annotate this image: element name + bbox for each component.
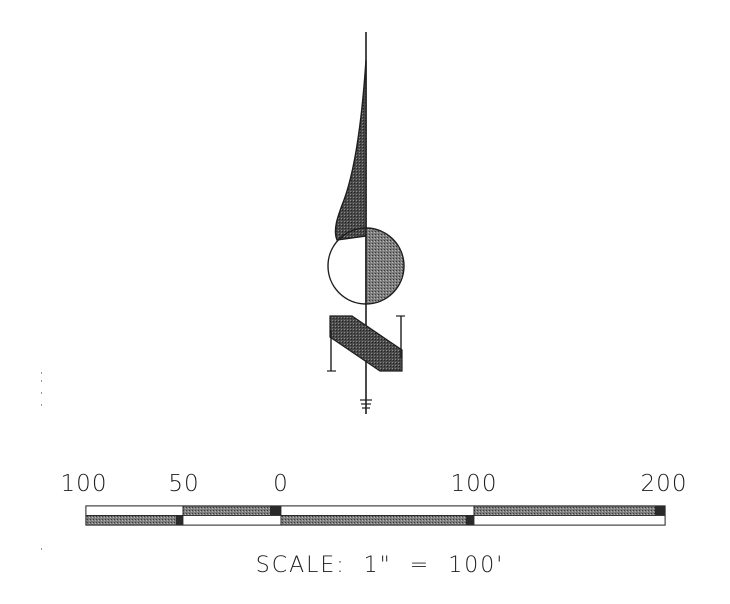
scale-segment [85, 515, 184, 526]
scale-tick-label: 0 [273, 471, 289, 497]
scale-bar [85, 505, 666, 526]
scale-segment [473, 505, 666, 516]
scale-segment [280, 515, 475, 526]
scale-segment [85, 505, 184, 516]
north-arrow-circle-fill [365, 227, 405, 305]
scale-tick-label: 50 [168, 471, 199, 497]
scale-caption: SCALE: 1" = 100' [256, 553, 505, 578]
north-arrow-icon [327, 32, 405, 414]
scale-tick-label: 100 [451, 471, 498, 497]
scale-segment [473, 515, 666, 526]
scale-tick-label: 100 [61, 471, 108, 497]
north-arrow-blade [334, 59, 367, 241]
scale-tick-label: 200 [641, 471, 688, 497]
scale-segment [182, 515, 282, 526]
scan-artifacts [41, 372, 42, 550]
scale-segment [182, 505, 282, 516]
scale-bar-labels: 100 50 0 100 200 [61, 471, 688, 497]
north-arrow-circle-outline [327, 227, 367, 305]
scale-segment [280, 505, 475, 516]
north-letter-diagonal [329, 315, 403, 372]
